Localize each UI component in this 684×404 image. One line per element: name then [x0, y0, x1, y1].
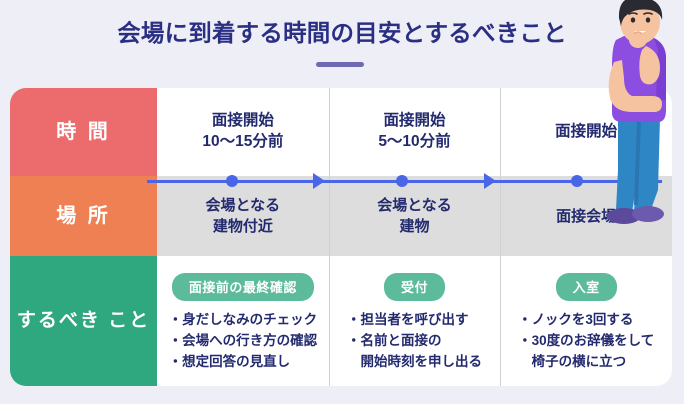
time-cell-3-text: 面接開始 [555, 122, 618, 140]
place-cell-1-text: 会場となる 建物付近 [205, 197, 281, 235]
page-title: 会場に到着する時間の目安とするべきこと [117, 20, 567, 46]
time-cell-2: 面接開始 5〜10分前 [328, 88, 501, 182]
table-row-time: 時 間 面接開始 10〜15分前 面接開始 5〜10分前 面接開始 [10, 88, 672, 182]
shoe-left [607, 208, 641, 224]
hair [618, 0, 663, 26]
time-cell-3: 面接開始 [500, 88, 672, 182]
arm-upper [639, 46, 660, 85]
title-underline-accent [316, 62, 364, 67]
finger [633, 31, 643, 35]
row-time-columns: 面接開始 10〜15分前 面接開始 5〜10分前 面接開始 [157, 88, 672, 182]
eyebrow-left [628, 12, 638, 15]
place-cell-3-text: 面接会場 [556, 207, 617, 225]
eyebrow-right [643, 12, 653, 15]
todo-badge-2: 受付 [384, 273, 446, 301]
row-place-columns: 会場となる 建物付近 会場となる 建物 面接会場 [157, 170, 672, 262]
place-cell-3: 面接会場 [500, 170, 672, 262]
row-label-todo: するべき こと [10, 256, 157, 386]
time-cell-2-text: 面接開始 5〜10分前 [378, 112, 451, 150]
place-cell-1: 会場となる 建物付近 [157, 176, 329, 256]
thinking-man-illustration [607, 0, 666, 224]
time-cell-1: 面接開始 10〜15分前 [157, 88, 329, 176]
eye-left [630, 17, 636, 23]
header: 会場に到着する時間の目安とするべきこと [0, 0, 684, 88]
pants-crease [634, 118, 641, 205]
todo-cell-1: 面接前の最終確認 ・身だしなみのチェック ・会場への行き方の確認 ・想定回答の見… [157, 256, 329, 386]
table-row-todo: するべき こと 面接前の最終確認 ・身だしなみのチェック ・会場への行き方の確認… [10, 250, 672, 386]
todo-badge-3: 入室 [555, 273, 617, 301]
place-cell-2-text: 会場となる 建物 [377, 197, 452, 235]
todo-cell-2: 受付 ・担当者を呼び出す ・名前と面接の 開始時刻を申し出る [328, 250, 501, 386]
todo-list-2: ・担当者を呼び出す ・名前と面接の 開始時刻を申し出る [347, 312, 482, 369]
table-row-place: 場 所 会場となる 建物付近 会場となる 建物 面接会場 [10, 170, 672, 262]
hand [629, 32, 647, 48]
shirt-shadow [654, 38, 666, 100]
shoe-right [632, 206, 664, 222]
todo-badge-1: 面接前の最終確認 [171, 273, 314, 301]
row-label-time: 時 間 [10, 88, 157, 176]
todo-cell-3: 入室 ・ノックを3回する ・30度のお辞儀をして 椅子の横に立つ [500, 250, 672, 386]
arm-lower [608, 60, 662, 112]
time-cell-1-text: 面接開始 10〜15分前 [202, 112, 284, 150]
todo-list-3: ・ノックを3回する ・30度のお辞儀をして 椅子の横に立つ [518, 312, 655, 369]
todo-list-1: ・身だしなみのチェック ・会場への行き方の確認 ・想定回答の見直し [168, 312, 318, 369]
place-cell-2: 会場となる 建物 [328, 170, 501, 262]
row-label-place: 場 所 [10, 176, 157, 256]
info-table-card: 時 間 面接開始 10〜15分前 面接開始 5〜10分前 面接開始 場 所 会場… [10, 88, 672, 386]
row-todo-columns: 面接前の最終確認 ・身だしなみのチェック ・会場への行き方の確認 ・想定回答の見… [157, 250, 672, 386]
eye-right [645, 17, 651, 23]
